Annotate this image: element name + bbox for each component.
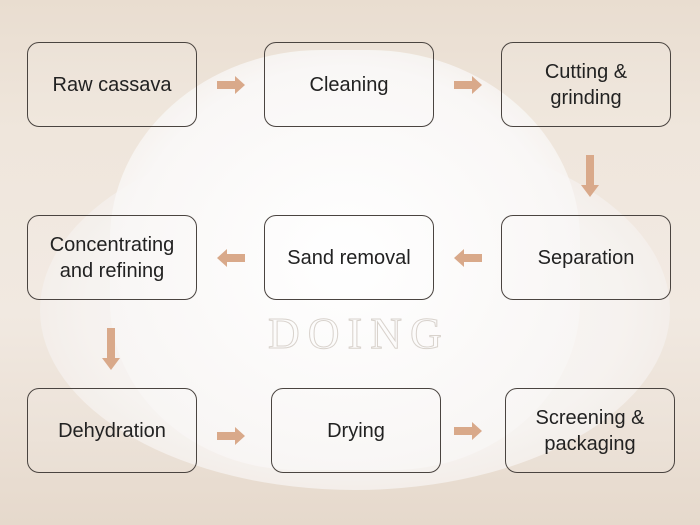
step-drying: Drying <box>271 388 441 473</box>
watermark-logo: DOING <box>268 309 450 359</box>
step-screening-packaging: Screening & packaging <box>505 388 675 473</box>
arrow-right-icon <box>217 427 245 445</box>
step-cleaning: Cleaning <box>264 42 434 127</box>
step-sand-removal: Sand removal <box>264 215 434 300</box>
step-concentrating-refining: Concentrating and refining <box>27 215 197 300</box>
arrow-left-icon <box>217 249 245 267</box>
arrow-right-icon <box>217 76 245 94</box>
arrow-left-icon <box>454 249 482 267</box>
arrow-right-icon <box>454 422 482 440</box>
step-separation: Separation <box>501 215 671 300</box>
arrow-down-icon <box>102 328 120 370</box>
step-raw-cassava: Raw cassava <box>27 42 197 127</box>
arrow-down-icon <box>581 155 599 197</box>
step-dehydration: Dehydration <box>27 388 197 473</box>
arrow-right-icon <box>454 76 482 94</box>
step-cutting-grinding: Cutting & grinding <box>501 42 671 127</box>
